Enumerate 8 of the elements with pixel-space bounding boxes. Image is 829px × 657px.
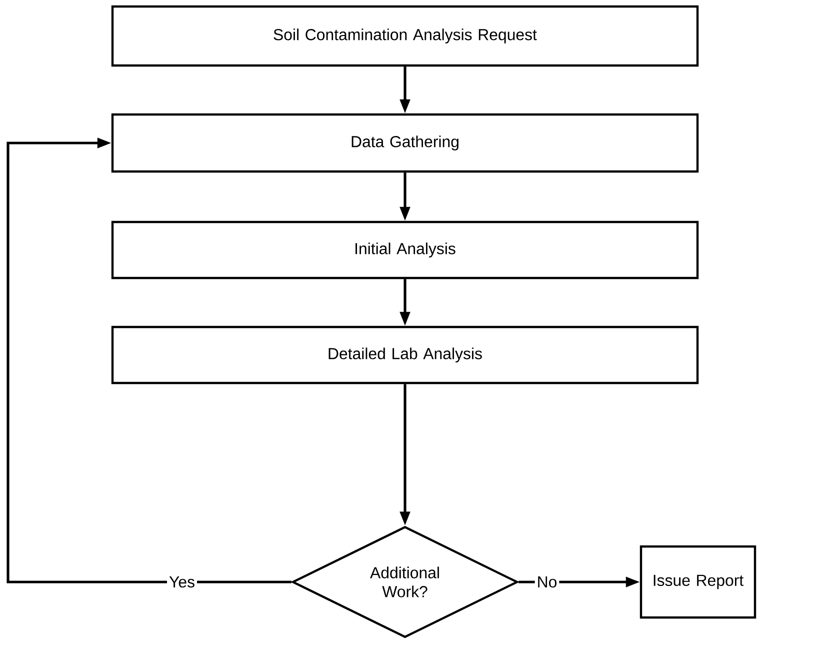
process-box: Initial Analysis [111,220,699,280]
edge-label: Yes [167,574,197,590]
process-box: Soil Contamination Analysis Request [111,5,699,67]
process-box: Issue Report [640,545,756,619]
process-box: Data Gathering [111,113,699,173]
edge-label: No [534,574,560,590]
arrow [6,138,292,584]
process-box: Detailed Lab Analysis [111,326,699,384]
